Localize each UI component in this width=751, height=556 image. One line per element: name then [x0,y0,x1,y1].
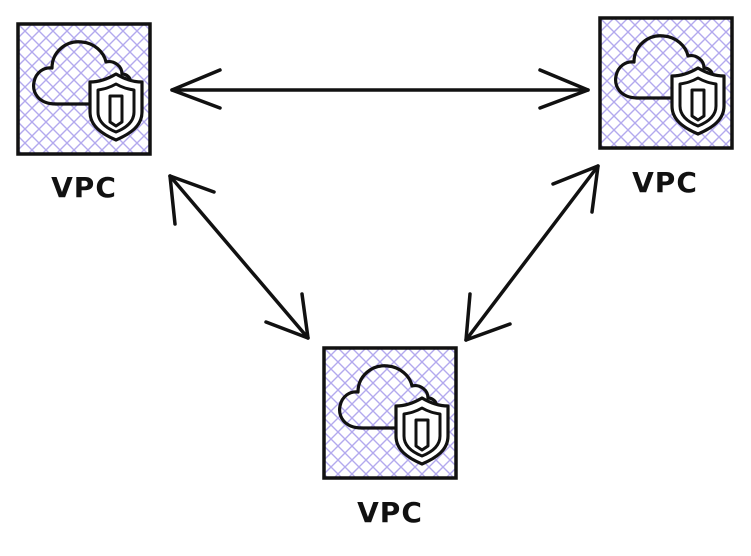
vpc-label-bottom: VPC [357,496,423,529]
edge-left [168,174,310,340]
edge-right [464,164,600,342]
vpc-node-bottom [322,346,458,480]
vpc-node-top-right [598,16,734,150]
edge-top [170,68,590,110]
vpc-label-top-left: VPC [51,171,117,204]
vpc-label-top-right: VPC [632,166,698,199]
vpc-node-top-left [16,22,152,156]
